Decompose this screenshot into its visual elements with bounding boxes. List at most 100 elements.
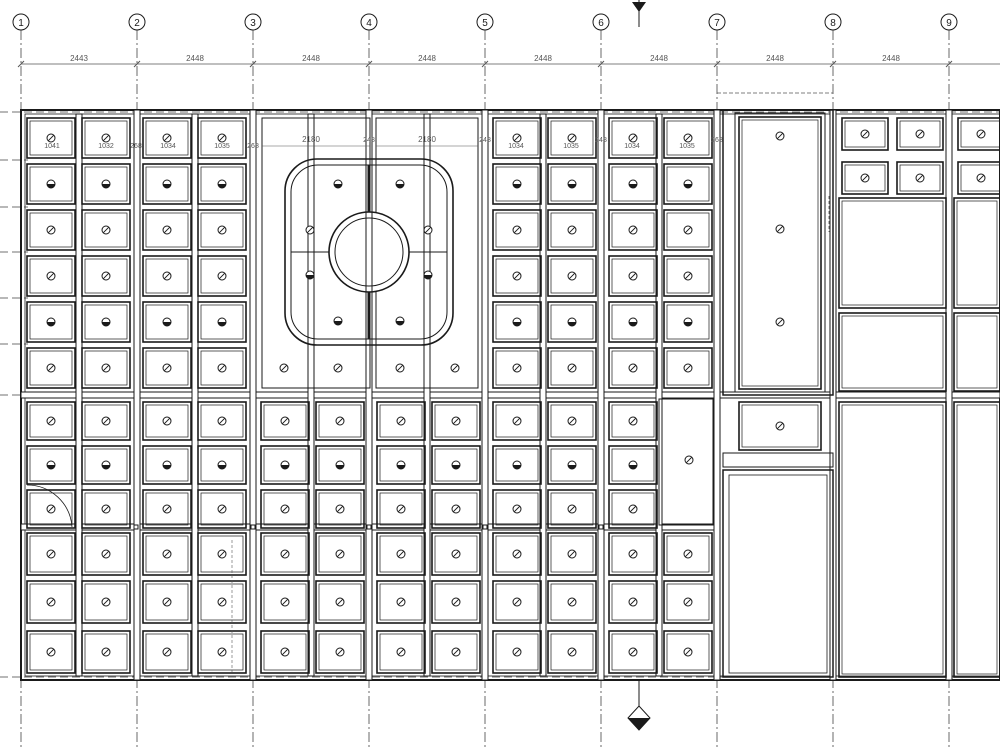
- ceiling-panel-inset: [611, 535, 655, 573]
- downlight-slash: [684, 648, 692, 656]
- ceiling-panel: [376, 445, 426, 485]
- grid-bubble-2: [128, 13, 146, 31]
- ceiling-panel: [315, 401, 365, 441]
- ceiling-panel: [896, 117, 944, 151]
- ceiling-panel: [142, 445, 192, 485]
- ceiling-panel-inset: [263, 492, 307, 526]
- downlight-half-icon: [47, 465, 55, 469]
- downlight-slash: [776, 225, 784, 233]
- downlight-slash: [102, 417, 110, 425]
- ceiling-panel-inset: [495, 633, 539, 671]
- downlight-half-icon: [396, 321, 404, 325]
- ceiling-panel: [663, 532, 713, 576]
- ceiling-panel: [376, 532, 426, 576]
- ceiling-panel: [608, 255, 658, 297]
- downlight-slash: [629, 550, 637, 558]
- downlight-slash: [397, 505, 405, 513]
- ceiling-panel-inset: [550, 583, 594, 621]
- ceiling-panel-inset: [200, 633, 244, 671]
- large-open-panel-inset: [956, 200, 998, 306]
- ceiling-panel: [197, 401, 247, 441]
- downlight-half-icon: [306, 275, 314, 279]
- ceiling-panel-inset: [666, 258, 710, 294]
- grid-bubble-label: 4: [366, 18, 372, 29]
- side-panel-tall: [658, 398, 714, 526]
- large-open-panel-inset: [841, 404, 944, 675]
- downlight-slash: [916, 174, 924, 182]
- ceiling-panel: [663, 117, 713, 159]
- downlight-slash: [916, 130, 924, 138]
- ceiling-panel: [142, 489, 192, 529]
- ceiling-panel-inset: [29, 633, 73, 671]
- grid-bubble-1: [12, 13, 30, 31]
- ceiling-panel: [431, 401, 481, 441]
- downlight-slash: [102, 226, 110, 234]
- ceiling-panel-inset: [495, 304, 539, 340]
- ceiling-panel-inset: [84, 120, 128, 156]
- downlight-slash: [396, 364, 404, 372]
- large-open-panel-inset: [956, 315, 998, 389]
- ceiling-panel: [841, 161, 889, 195]
- panel-width-label: 1035: [563, 143, 579, 150]
- ceiling-panel-inset: [550, 404, 594, 438]
- ceiling-panel-inset: [666, 166, 710, 202]
- large-open-panel: [953, 197, 1000, 309]
- ceiling-panel-inset: [263, 583, 307, 621]
- ceiling-panel: [663, 209, 713, 251]
- downlight-slash: [280, 364, 288, 372]
- ceiling-panel: [547, 163, 597, 205]
- downlight-slash: [218, 272, 226, 280]
- ceiling-panel: [663, 301, 713, 343]
- ceiling-panel: [431, 445, 481, 485]
- downlight-slash: [568, 550, 576, 558]
- downlight-half-icon: [513, 322, 521, 326]
- ceiling-panel-inset: [318, 535, 362, 573]
- ceiling-panel-inset: [550, 492, 594, 526]
- downlight-half-icon: [513, 465, 521, 469]
- secondary-beam-vertical: [75, 113, 83, 677]
- downlight-slash: [568, 505, 576, 513]
- ceiling-panel-inset: [29, 404, 73, 438]
- ceiling-panel: [431, 580, 481, 624]
- ceiling-panel: [608, 347, 658, 389]
- ceiling-panel: [142, 580, 192, 624]
- downlight-slash: [513, 272, 521, 280]
- ceiling-panel: [376, 401, 426, 441]
- ceiling-panel: [315, 630, 365, 674]
- beam-node-marker: [133, 524, 139, 530]
- ceiling-panel-inset: [495, 212, 539, 248]
- large-open-panel: [838, 401, 947, 678]
- gap-dimension-label: 248: [595, 137, 607, 144]
- downlight-slash: [629, 134, 637, 142]
- right-bay-strip: [722, 452, 834, 468]
- downlight-slash: [102, 272, 110, 280]
- ceiling-panel: [197, 445, 247, 485]
- ceiling-panel: [26, 630, 76, 674]
- ceiling-panel-inset: [611, 166, 655, 202]
- ceiling-panel-inset: [29, 212, 73, 248]
- downlight-slash: [568, 226, 576, 234]
- downlight-slash: [47, 134, 55, 142]
- ceiling-panel-inset: [145, 350, 189, 386]
- module-width-label: 2180: [302, 135, 320, 144]
- downlight-slash: [629, 505, 637, 513]
- ceiling-panel-inset: [200, 120, 244, 156]
- ceiling-panel: [547, 347, 597, 389]
- downlight-slash: [163, 134, 171, 142]
- downlight-slash: [218, 417, 226, 425]
- ceiling-panel-inset: [379, 404, 423, 438]
- right-bay-frame: [722, 109, 834, 396]
- ceiling-panel: [492, 532, 542, 576]
- ceiling-panel-inset: [434, 404, 478, 438]
- ceiling-panel-inset: [379, 583, 423, 621]
- large-open-panel: [953, 401, 1000, 678]
- downlight-half-icon: [334, 321, 342, 325]
- ceiling-panel: [142, 163, 192, 205]
- ceiling-panel: [608, 580, 658, 624]
- panel-width-label: 1034: [160, 143, 176, 150]
- downlight-half-icon: [424, 275, 432, 279]
- ceiling-panel-inset: [550, 633, 594, 671]
- downlight-half-icon: [47, 322, 55, 326]
- downlight-half-icon: [396, 184, 404, 188]
